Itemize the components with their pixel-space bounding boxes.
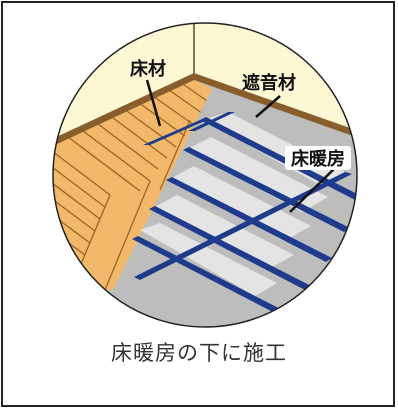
floor-heating-rails	[132, 112, 357, 322]
flooring-leader-line	[145, 79, 162, 127]
sound-insulation-leader-line	[255, 95, 281, 118]
circle-outline	[52, 22, 358, 328]
floor-heating-leader-line	[289, 167, 336, 213]
floor-heating-label: 床暖房	[291, 148, 345, 170]
caption: 床暖房の下に施工	[111, 341, 287, 365]
floor-heating-label-background	[285, 146, 351, 170]
flooring-label: 床材	[130, 58, 166, 80]
sound-insulation-label: 遮音材	[242, 72, 296, 94]
